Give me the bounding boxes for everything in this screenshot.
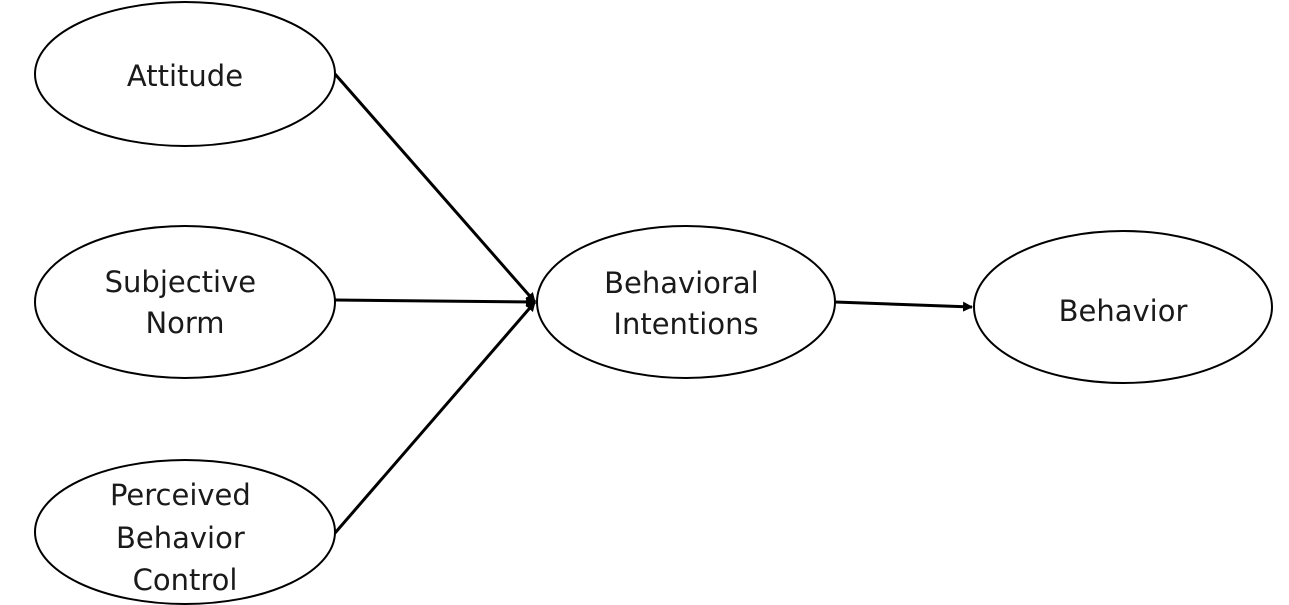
node-behavior: Behavior [973, 230, 1273, 384]
node-perceived-behavior-control-shape [34, 459, 336, 605]
arrow-perceived-behavior-control-to-behavioral-intentions [333, 301, 537, 534]
node-subjective-norm-line-2: Norm [145, 306, 224, 340]
node-behavioral-intentions-line-1: Behavioral [604, 266, 759, 300]
arrow-behavioral-intentions-to-behavior [834, 300, 973, 312]
node-attitude-shape [34, 1, 336, 147]
node-behavioral-intentions-line-2: Intentions [613, 307, 758, 341]
node-attitude-label: Attitude [127, 59, 243, 93]
node-attitude-line-1: Attitude [127, 59, 243, 93]
node-perceived-behavior-control: Perceived Behavior Control [34, 459, 336, 605]
node-subjective-norm-line-1: Subjective [105, 265, 256, 299]
node-perceived-behavior-control-line-3: Control [133, 563, 238, 597]
node-perceived-behavior-control-line-2: Behavior [116, 521, 245, 555]
node-attitude: Attitude [34, 1, 336, 147]
arrow-attitude-to-behavioral-intentions [333, 73, 537, 303]
arrow-subjective-norm-to-behavioral-intentions [334, 296, 536, 307]
node-perceived-behavior-control-label: Perceived Behavior Control [110, 478, 260, 597]
node-behavioral-intentions: Behavioral Intentions [536, 225, 836, 379]
node-perceived-behavior-control-line-1: Perceived [110, 478, 251, 512]
node-behavior-line-1: Behavior [1059, 294, 1188, 328]
node-subjective-norm: Subjective Norm [34, 225, 336, 379]
node-behavior-label: Behavior [1059, 294, 1188, 328]
edges-layer [333, 73, 973, 534]
node-subjective-norm-shape [34, 225, 336, 379]
node-subjective-norm-label: Subjective Norm [105, 265, 266, 340]
node-behavior-shape [973, 230, 1273, 384]
node-behavioral-intentions-shape [536, 225, 836, 379]
node-behavioral-intentions-label: Behavioral Intentions [604, 266, 768, 341]
